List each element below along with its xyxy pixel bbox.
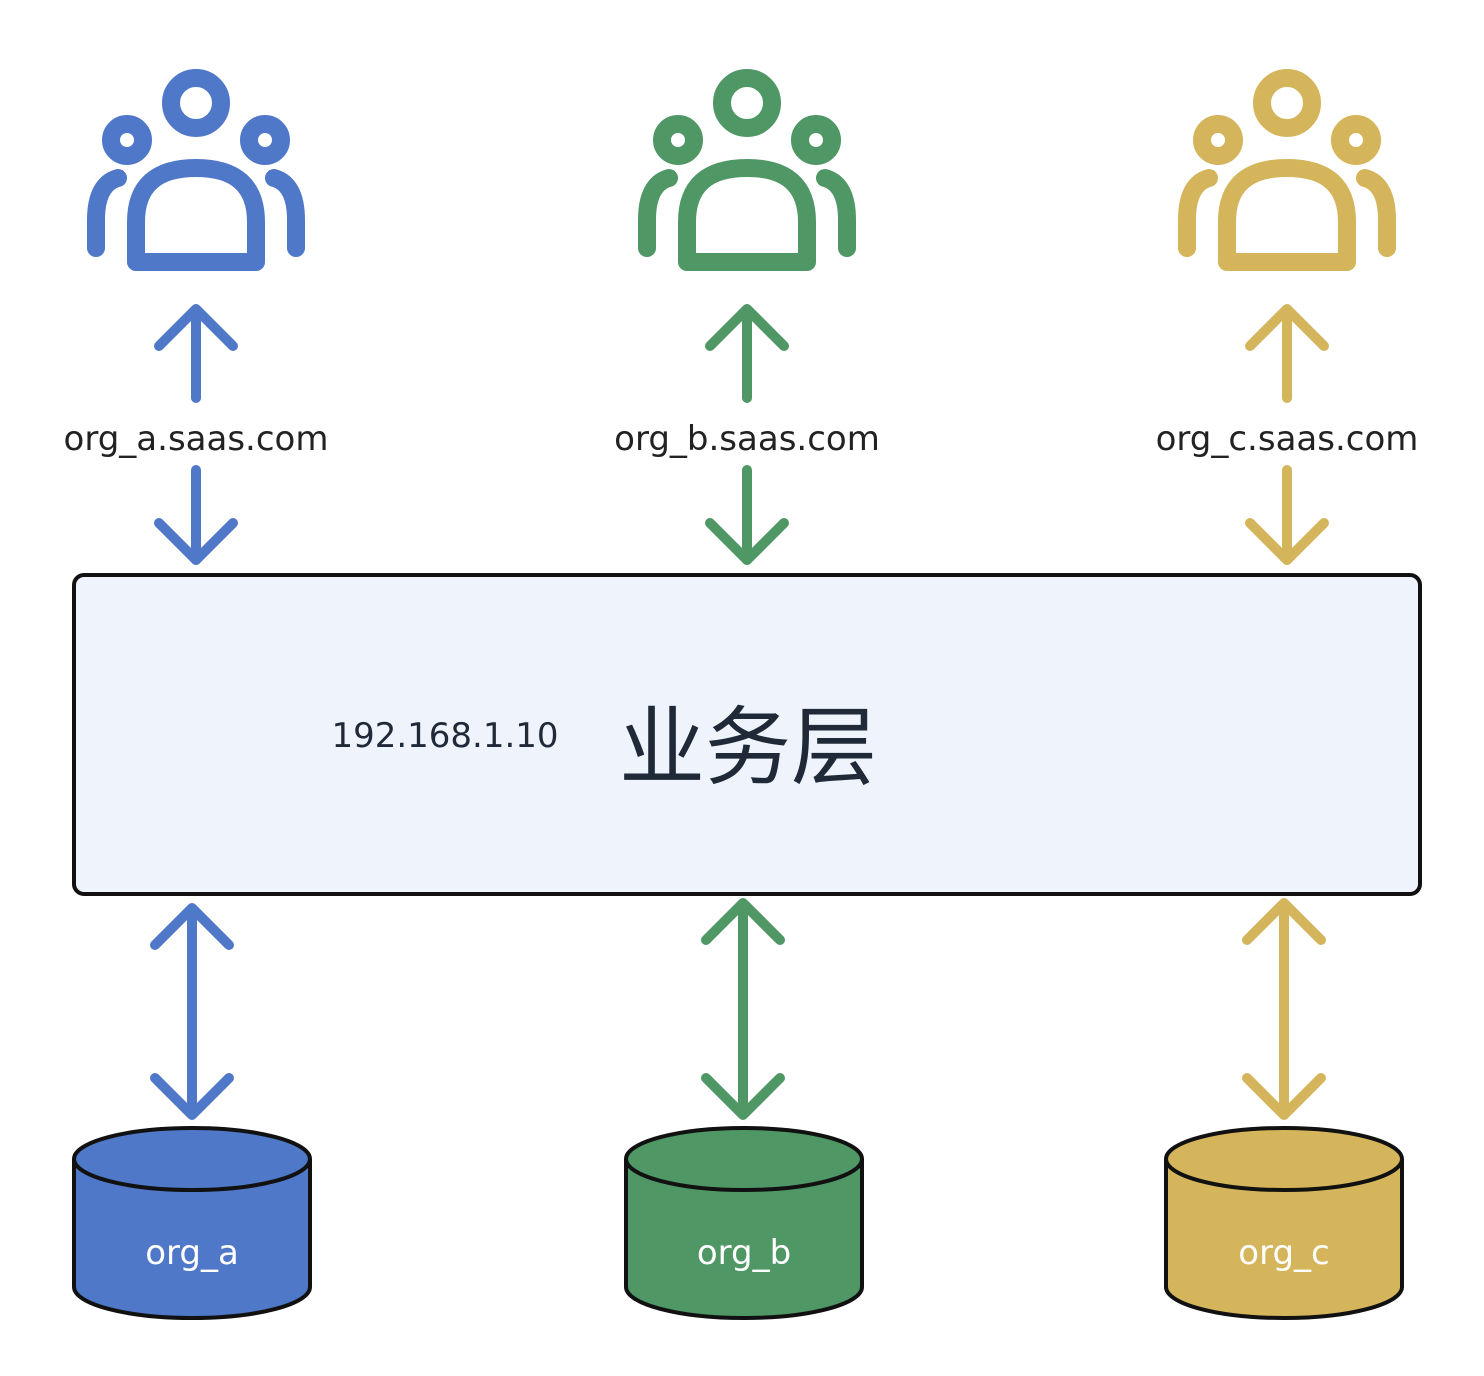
database-cylinder xyxy=(624,1126,864,1320)
database-label: org_b xyxy=(697,1233,791,1273)
server-ip-label: 192.168.1.10 xyxy=(331,716,558,756)
service-layer: 192.168.1.10 业务层 xyxy=(72,573,1422,896)
domain-label: org_b.saas.com xyxy=(614,419,880,459)
arrow-up-icon xyxy=(705,304,789,403)
bidirectional-arrow-icon xyxy=(1242,898,1326,1120)
arrow-down-icon xyxy=(705,465,789,565)
database-label: org_a xyxy=(145,1233,239,1273)
bidirectional-arrow-icon xyxy=(701,898,785,1120)
tenant-org-a: org_a.saas.com org_a xyxy=(64,69,329,1320)
arrow-up-icon xyxy=(154,304,238,403)
arrow-up-icon xyxy=(1245,304,1329,403)
users-icon xyxy=(1178,69,1396,271)
tenant-org-b: org_b.saas.com org_b xyxy=(614,69,880,1320)
database-cylinder xyxy=(1164,1126,1404,1320)
users-icon xyxy=(87,69,305,271)
bidirectional-arrow-icon xyxy=(150,903,234,1120)
arrow-down-icon xyxy=(1245,465,1329,565)
domain-label: org_a.saas.com xyxy=(64,419,329,459)
arrow-down-icon xyxy=(154,465,238,565)
database-label: org_c xyxy=(1238,1233,1329,1273)
service-layer-box xyxy=(72,573,1422,896)
service-layer-title: 业务层 xyxy=(619,698,877,798)
tenant-org-c: org_c.saas.com org_c xyxy=(1156,69,1419,1320)
database-cylinder xyxy=(72,1126,312,1320)
users-icon xyxy=(638,69,856,271)
domain-label: org_c.saas.com xyxy=(1156,419,1419,459)
